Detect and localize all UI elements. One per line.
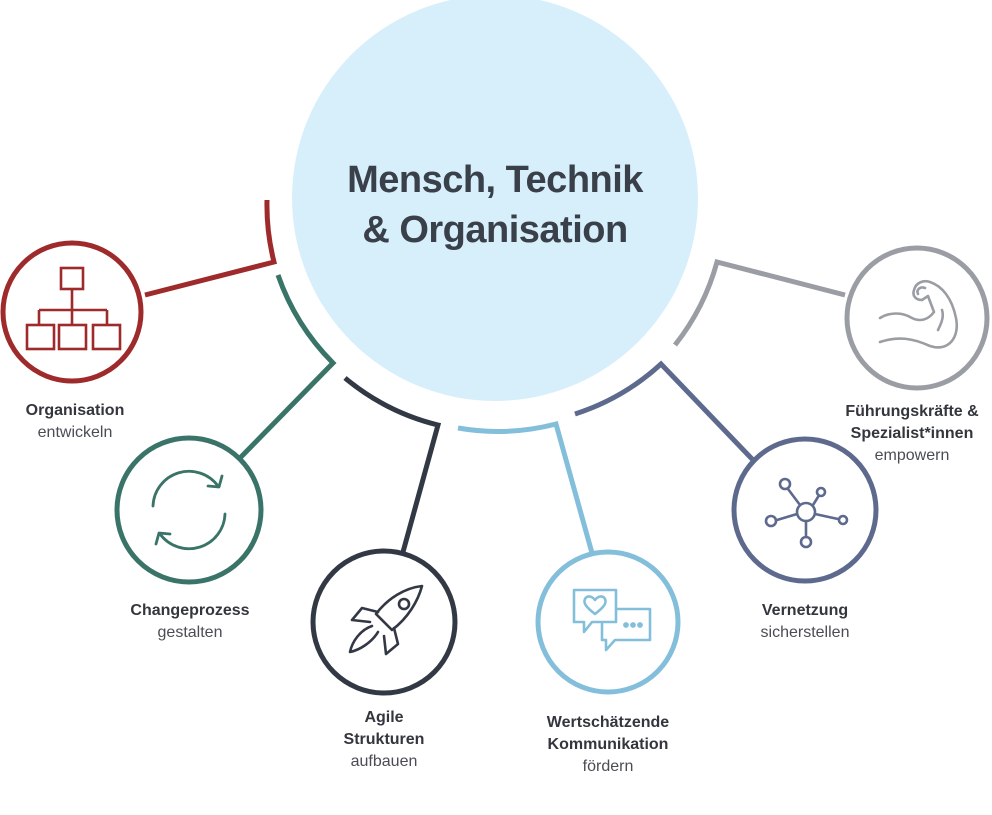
label-kommunikation-sub: fördern: [582, 758, 634, 775]
label-agile: Agile Strukturen aufbauen: [304, 707, 464, 773]
node-circle-fuehrung: [844, 245, 990, 391]
label-kommunikation: Wertschätzende Kommunikation fördern: [518, 712, 698, 778]
node-circle-vernetzung: [731, 436, 879, 584]
refresh-cycle-icon: [151, 469, 227, 551]
label-changeprozess-title: Changeprozess: [130, 602, 250, 619]
label-agile-title-1: Agile: [364, 709, 404, 726]
node-vernetzung: [574, 360, 879, 584]
node-fuehrung: [673, 245, 990, 391]
label-kommunikation-title-1: Wertschätzende: [546, 714, 670, 731]
label-agile-sub: aufbauen: [350, 753, 418, 770]
node-kommunikation: [457, 420, 681, 695]
label-fuehrung-title-1: Führungskräfte &: [845, 403, 979, 420]
label-vernetzung-title: Vernetzung: [761, 602, 849, 619]
connector-changeprozess: [238, 274, 337, 460]
chat-heart-icon: [572, 588, 652, 652]
label-changeprozess: Changeprozess gestalten: [110, 600, 270, 644]
label-organisation-sub: entwickeln: [37, 424, 113, 441]
connector-agile: [343, 376, 442, 553]
connector-fuehrung: [673, 258, 846, 347]
org-chart-icon: [25, 266, 122, 351]
connector-organisation: [144, 199, 278, 298]
label-kommunikation-title-2: Kommunikation: [547, 736, 669, 753]
connector-vernetzung: [574, 360, 755, 462]
label-agile-title-2: Strukturen: [343, 731, 425, 748]
node-agile: [310, 376, 458, 696]
node-changeprozess: [114, 274, 337, 585]
hub-circle: [292, 0, 698, 401]
hub-title-line2: & Organisation: [362, 209, 628, 251]
label-fuehrung: Führungskräfte & Spezialist*innen empowe…: [832, 401, 992, 467]
label-vernetzung-sub: sicherstellen: [760, 624, 850, 641]
flexed-arm-icon: [878, 279, 959, 349]
rocket-icon: [348, 584, 424, 656]
hub-title-line1: Mensch, Technik: [347, 159, 643, 201]
label-fuehrung-sub: empowern: [874, 447, 950, 464]
node-organisation: [0, 199, 278, 384]
label-organisation-title: Organisation: [25, 402, 125, 419]
label-changeprozess-sub: gestalten: [157, 624, 223, 641]
label-vernetzung: Vernetzung sicherstellen: [730, 600, 880, 644]
label-organisation: Organisation entwickeln: [0, 400, 150, 444]
label-fuehrung-title-2: Spezialist*innen: [850, 425, 974, 442]
node-circle-changeprozess: [114, 435, 264, 585]
connector-kommunikation: [457, 420, 595, 554]
network-icon: [764, 477, 849, 549]
hub-title: Mensch, Technik & Organisation: [295, 155, 695, 255]
